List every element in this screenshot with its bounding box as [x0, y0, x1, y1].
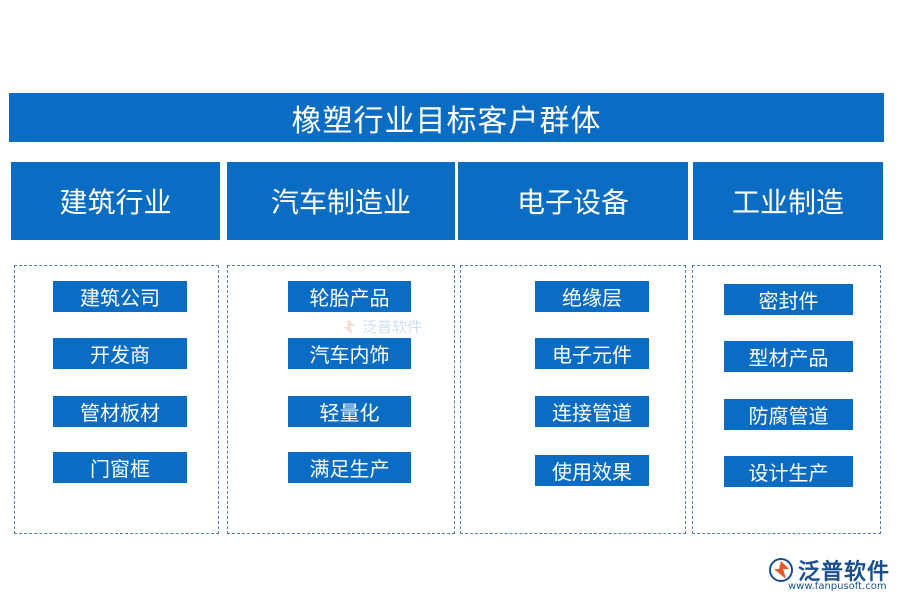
- item-automotive-1: 轮胎产品: [288, 281, 411, 312]
- category-header-automotive: 汽车制造业: [227, 162, 455, 240]
- watermark-text: 泛普软件: [362, 318, 423, 336]
- item-electronics-4: 使用效果: [535, 455, 649, 486]
- item-industrial-1: 密封件: [724, 284, 853, 315]
- brand-name: 泛普软件: [798, 560, 891, 585]
- item-automotive-4: 满足生产: [288, 452, 411, 483]
- item-automotive-3: 轻量化: [288, 396, 411, 427]
- category-header-electronics: 电子设备: [458, 162, 688, 240]
- watermark-logo-icon: [343, 318, 355, 335]
- group-box-industrial: [692, 265, 881, 534]
- fanpu-logo-icon: [769, 558, 793, 582]
- brand-url: www.fanpusoft.com: [788, 581, 887, 592]
- item-construction-1: 建筑公司: [53, 281, 187, 312]
- item-industrial-3: 防腐管道: [724, 399, 853, 430]
- brand-logo: 泛普软件: [768, 554, 890, 586]
- watermark: 泛普软件: [338, 316, 422, 337]
- item-electronics-3: 连接管道: [535, 396, 649, 427]
- group-box-automotive: [227, 265, 455, 534]
- item-electronics-2: 电子元件: [535, 338, 649, 369]
- item-industrial-4: 设计生产: [724, 456, 853, 487]
- item-industrial-2: 型材产品: [724, 341, 853, 372]
- item-electronics-1: 绝缘层: [535, 281, 649, 312]
- group-box-electronics: [460, 265, 686, 534]
- diagram-title: 橡塑行业目标客户群体: [9, 93, 884, 142]
- item-automotive-2: 汽车内饰: [288, 338, 411, 369]
- category-header-industrial: 工业制造: [693, 162, 883, 240]
- item-construction-2: 开发商: [53, 338, 187, 369]
- category-header-construction: 建筑行业: [11, 162, 220, 240]
- group-box-construction: [14, 265, 219, 534]
- item-construction-4: 门窗框: [53, 452, 187, 483]
- item-construction-3: 管材板材: [53, 396, 187, 427]
